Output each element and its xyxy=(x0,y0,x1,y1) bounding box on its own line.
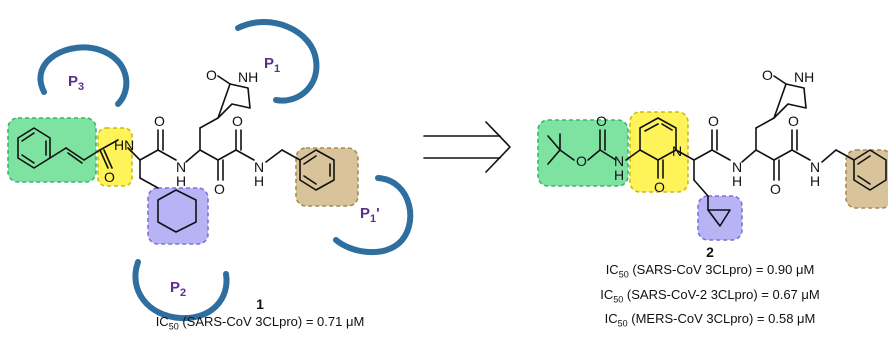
compound-2-number: 2 xyxy=(706,244,714,260)
compound-2-caption: 2 IC50 (SARS-CoV 3CLpro) = 0.90 μM IC50 … xyxy=(590,244,830,334)
compound-2-ic50-mers: IC50 (MERS-CoV 3CLpro) = 0.58 μM xyxy=(604,311,816,329)
atom-H-amide2-2: H xyxy=(810,173,820,189)
atom-O-amide2-2: O xyxy=(788,113,799,129)
atom-NH-lactam-2: NH xyxy=(794,69,814,85)
atom-O-carbonyl-1: O xyxy=(154,113,165,129)
atom-O-keto-1: O xyxy=(214,181,225,197)
atom-O-lactam-1: O xyxy=(206,67,217,83)
benzyl-ring-1 xyxy=(299,149,335,191)
atom-H-amide2-1: H xyxy=(254,173,264,189)
atom-NH-lactam-1: NH xyxy=(238,69,258,85)
p3-pocket-arc xyxy=(37,44,130,107)
atom-H-amide-2: H xyxy=(732,173,742,189)
cyclopropyl-ring xyxy=(707,209,731,227)
compound-1-number: 1 xyxy=(256,296,264,312)
pyrrolidinone-ring-1 xyxy=(217,83,251,119)
p1-pocket-arc xyxy=(235,19,320,104)
p2-pocket-arc xyxy=(132,259,230,322)
compound-2-ic50-sars: IC50 (SARS-CoV 3CLpro) = 0.90 μM xyxy=(605,262,815,280)
atom-N-1: N xyxy=(176,159,186,175)
atom-O-amide-1: O xyxy=(104,169,115,185)
benzyl-ring-2 xyxy=(853,149,887,191)
p1-label: P1 xyxy=(264,55,280,75)
atom-O-pyridone-2: O xyxy=(654,179,665,195)
atom-N-amide-2: N xyxy=(732,159,742,175)
p1prime-benzyl-highlight xyxy=(295,147,359,207)
p2-cyclohexyl-highlight xyxy=(147,187,209,245)
cyclopropyl-highlight xyxy=(697,195,743,241)
atom-N-amide2-2: N xyxy=(810,159,820,175)
compound-1-caption: 1 IC50 (SARS-CoV 3CLpro) = 0.71 μM xyxy=(145,296,375,337)
p3-label: P3 xyxy=(68,73,84,93)
benzyl-highlight-2 xyxy=(845,149,888,209)
p1prime-label: P1' xyxy=(360,205,380,225)
compound-1-ic50-line: IC50 (SARS-CoV 3CLpro) = 0.71 μM xyxy=(155,314,365,332)
atom-HN-1: HN xyxy=(114,137,134,153)
pyrrolidinone-ring-2 xyxy=(773,83,807,119)
atom-O-lactam-2: O xyxy=(762,67,773,83)
p3-cap-highlight xyxy=(7,117,97,183)
atom-O-keto-2: O xyxy=(770,181,781,197)
atom-N-amide2-1: N xyxy=(254,159,264,175)
p3-amide-highlight xyxy=(97,127,133,187)
retrosynthesis-arrow xyxy=(423,121,511,173)
atom-O-ester-2: O xyxy=(576,153,587,169)
atom-H-1: H xyxy=(176,173,186,189)
cyclohexyl-ring xyxy=(157,189,197,233)
atom-O-carbonyl-boc-2: O xyxy=(596,113,607,129)
p2-label: P2 xyxy=(170,279,186,299)
p1prime-pocket-arc xyxy=(333,175,414,256)
atom-N-carbamate-2: N xyxy=(614,153,624,169)
atom-N-pyridone-2: N xyxy=(672,143,682,159)
atom-O-amide2-1: O xyxy=(232,113,243,129)
atom-O-amide-2: O xyxy=(708,113,719,129)
pyridone-highlight xyxy=(629,111,689,193)
compound-1-structure: P3 P1 P2 P1' xyxy=(7,19,414,322)
atom-H-carbamate-2: H xyxy=(614,167,624,183)
compound-2-ic50-sars2: IC50 (SARS-CoV-2 3CLpro) = 0.67 μM xyxy=(600,286,820,305)
compound-2-structure: O O N H N O O N H O NH O O N H xyxy=(537,67,888,241)
